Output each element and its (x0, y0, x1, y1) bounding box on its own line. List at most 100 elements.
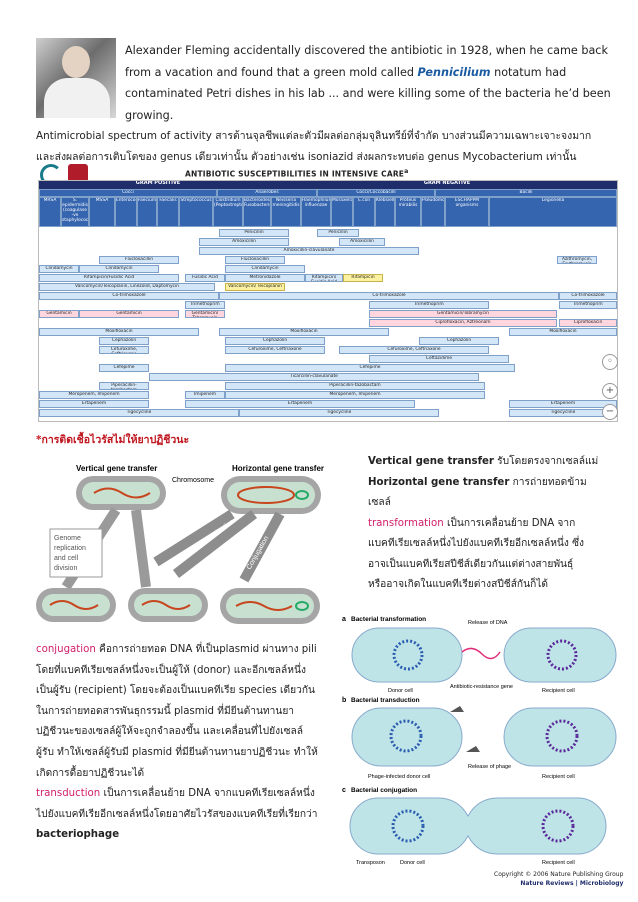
table-row-5-cell-3: Rifampicin/ Fusidic Acid (305, 274, 343, 282)
photo-face (62, 46, 90, 78)
table-row-3-cell-1: Flucloxacillin (225, 256, 285, 264)
intro-line-2c: notatum had (490, 65, 567, 79)
zoom-in-icon[interactable]: + (602, 383, 618, 399)
genome-line-4: division (54, 565, 77, 572)
group-header-0: Cocci (39, 189, 217, 197)
trans-line-8: เป็นการเคลื่อนย้าย DNA จากแบคทีเรียเซลล์… (100, 788, 315, 800)
table-row-6-cell-0: Vancomycin/Teicoplanin, Linezolid, Dapto… (39, 283, 215, 291)
intro-line-2: from a vacation and found that a green m… (125, 62, 625, 84)
release-dna-label: Release of DNA (468, 620, 508, 626)
table-row-10-cell-0: Ciprofloxacin, Aztreonam (369, 319, 557, 327)
table-row-2-cell-0: Amoxicillin-clavulanate (199, 247, 419, 255)
table-row-18-cell-0: Meropenem, Imipenem (39, 391, 149, 399)
gram-positive-header: GRAM POSITIVE (39, 181, 277, 189)
table-row-18-cell-1: Imipenem (185, 391, 225, 399)
column-header-3: Enterococcus (115, 197, 137, 227)
reset-icon[interactable]: ◦ (602, 354, 618, 370)
gram-negative-header: GRAM NEGATIVE (277, 181, 617, 189)
column-header-17: Legionella (489, 197, 617, 227)
table-row-19-cell-1: Ertapenem (185, 400, 415, 408)
photo-coat (44, 78, 110, 118)
bacterial-mechanisms-figure: a Bacterial transformation Release of DN… (342, 616, 617, 866)
table-row-20-cell-1: Tigecycline (239, 409, 439, 417)
donor-cell-label-c: Donor cell (400, 860, 425, 866)
column-header-15: Pseudomonas (421, 197, 445, 227)
table-row-17-cell-0: Piperacillin-tazobactam (99, 382, 149, 390)
daughter-cell-1 (36, 588, 116, 622)
table-row-19-cell-2: Ertapenem (509, 400, 617, 408)
horizontal-donor-cell (221, 476, 321, 514)
column-header-11: Moraxella (331, 197, 353, 227)
table-row-8-cell-2: Trimethoprim (559, 301, 617, 309)
release-phage-label: Release of phage (468, 764, 511, 770)
table-row-4-cell-2: Clindamycin (225, 265, 305, 273)
conjugation-text: conjugation คือการถ่ายทอด DNA ที่เป็นpla… (36, 640, 336, 846)
phage-donor-cell (351, 707, 463, 767)
chromosome-label: Chromosome (172, 477, 214, 484)
group-header-2: Cocci/Coccobacilli (317, 189, 435, 197)
column-header-13: Klebsiella (375, 197, 395, 227)
table-row-0-cell-0: Penicillin (219, 229, 289, 237)
recipient-cell (220, 588, 320, 624)
column-header-6: Streptococcus (179, 197, 213, 227)
group-header-3: Bacilli (435, 189, 617, 197)
recipient-cell-label-a: Recipient cell (542, 688, 575, 694)
conj-line-2: โดยที่แบคทีเรียเซลล์หนึ่งจะเป็นผู้ให้ (d… (36, 664, 306, 676)
table-row-7-cell-1: Co-trimoxazole (219, 292, 559, 300)
conjugation-row: conjugation คือการถ่ายทอด DNA ที่เป็นpla… (36, 640, 336, 661)
transformation-row: transformation เป็นการเคลื่อนย้าย DNA จา… (368, 514, 626, 535)
column-header-7: Clostridium (Peptostreptococcus) (213, 197, 243, 227)
table-row-8-cell-1: Trimethoprim (369, 301, 489, 309)
table-row-4-cell-1: Clindamycin (79, 265, 159, 273)
table-row-9-cell-0: Gentamicin (39, 310, 79, 318)
conj-line-7: เกิดการดื้อยาปฏิชีวนะได้ (36, 767, 145, 779)
panel-c-letter: c (342, 787, 346, 794)
transformation-arrow (153, 509, 235, 567)
spectrum-paragraph: Antimicrobial spectrum of activity สารต้… (36, 126, 626, 168)
intro-paragraph: Alexander Fleming accidentally discovere… (125, 40, 625, 126)
intro-line-2a: from a vacation and found that a green m… (125, 65, 418, 79)
zoom-out-icon[interactable]: − (602, 404, 618, 420)
transformation-desc: เป็นการเคลื่อนย้าย DNA จาก (443, 517, 576, 529)
table-row-16-cell-0: Ticarcillin-clavulanate (149, 373, 479, 381)
intro-line-3: contaminated Petri dishes in his lab ...… (125, 87, 611, 100)
table-row-19-cell-0: Ertapenem (39, 400, 149, 408)
panel-a-title: Bacterial transformation (351, 616, 426, 623)
table-row-12-cell-2: Cephazolin (419, 337, 499, 345)
bacteriophage-term: bacteriophage (36, 829, 120, 841)
table-row-4-cell-0: Clindamycin (39, 265, 79, 273)
transformation-desc-3: อาจเป็นแบคทีเรียสปีชีส์เดียวกันแต่ต่างสา… (368, 558, 574, 570)
column-header-8: Bacteroides, Fusobacterium (243, 197, 271, 227)
horizontal-desc-2: เซลล์ (368, 497, 391, 508)
column-header-4: Faecium (137, 197, 157, 227)
table-row-13-cell-2: Cefuroxime, Ceftriaxone (339, 346, 489, 354)
table-row-11-cell-1: Moxifloxacin (219, 328, 389, 336)
transformation-desc-4: หรืออาจเกิดในแบคทีเรียต่างสปีชีส์กันก็ได… (368, 579, 548, 590)
panel-b-title: Bacterial transduction (351, 697, 420, 704)
transformation-term: transformation (368, 517, 444, 529)
recipient-cell-label-c: Recipient cell (542, 860, 575, 866)
recipient-cell-b (503, 707, 617, 767)
table-row-7-cell-2: Co-trimoxazole (559, 292, 617, 300)
intro-line-4: growing. (125, 108, 174, 122)
horizontal-desc: การถ่ายทอดข้าม (509, 476, 587, 488)
vertical-term: Vertical gene transfer (368, 456, 494, 467)
copyright-line-1: Copyright © 2006 Nature Publishing Group (494, 871, 624, 878)
table-row-5-cell-0: Rifampicin/Fusidic Acid (39, 274, 179, 282)
table-row-20-cell-0: Tigecycline (39, 409, 239, 417)
table-row-5-cell-2: Metronidazole (225, 274, 305, 282)
gene-transfer-text: Vertical gene transfer รับโดยตรงจากเซลล์… (368, 452, 626, 596)
donor-cell-label: Donor cell (388, 688, 413, 694)
panel-b-letter: b (342, 697, 346, 704)
transduction-term: transduction (36, 788, 101, 800)
table-row-13-cell-0: Cefuroxime, Ceftriaxone (99, 346, 149, 354)
table-row-5-cell-4: Rifampicin (343, 274, 383, 282)
vertical-desc: รับโดยตรงจากเซลล์แม่ (493, 456, 599, 467)
genome-line-2: replication (54, 545, 86, 552)
conjugation-arrow (239, 511, 285, 583)
table-row-18-cell-2: Meropenem, Imipenem (225, 391, 485, 399)
table-row-20-cell-2: Tigecycline (509, 409, 617, 417)
table-title: ANTIBIOTIC SUSCEPTIBILITIES IN INTENSIVE… (185, 168, 409, 179)
table-row-10-cell-1: Ciprofloxacin (559, 319, 617, 327)
